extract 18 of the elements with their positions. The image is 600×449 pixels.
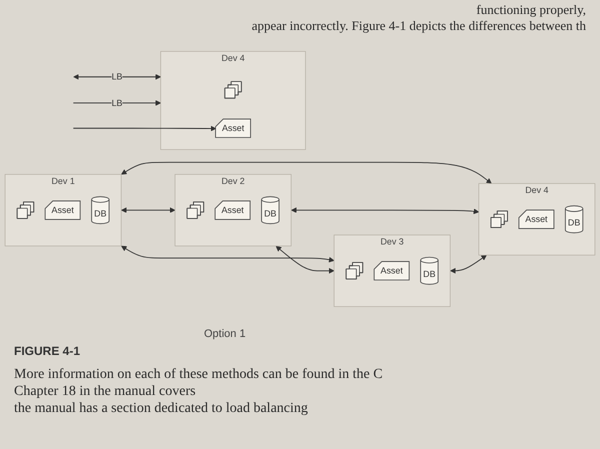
body-text: the manual has a section dedicated to load balancing xyxy=(14,400,308,417)
body-text: appear incorrectly. Figure 4-1 depicts the differences between th xyxy=(252,18,586,34)
arrow xyxy=(276,246,334,274)
body-text: functioning properly, xyxy=(476,2,586,18)
body-text: Chapter 18 in the manual covers xyxy=(14,383,196,400)
edge-label: LB xyxy=(112,71,122,82)
arrow xyxy=(121,162,492,184)
arrow xyxy=(73,74,161,80)
edge-label: LB xyxy=(112,98,122,108)
arrow xyxy=(72,100,161,106)
arrow xyxy=(72,126,216,132)
arrow xyxy=(291,207,480,214)
arrow xyxy=(121,246,334,262)
body-text: More information on each of these methods can be found in the C xyxy=(14,366,383,383)
arrow xyxy=(121,207,176,213)
arrow xyxy=(450,254,487,274)
figure-caption: FIGURE 4-1 xyxy=(14,344,80,358)
option-label: Option 1 xyxy=(204,328,246,340)
